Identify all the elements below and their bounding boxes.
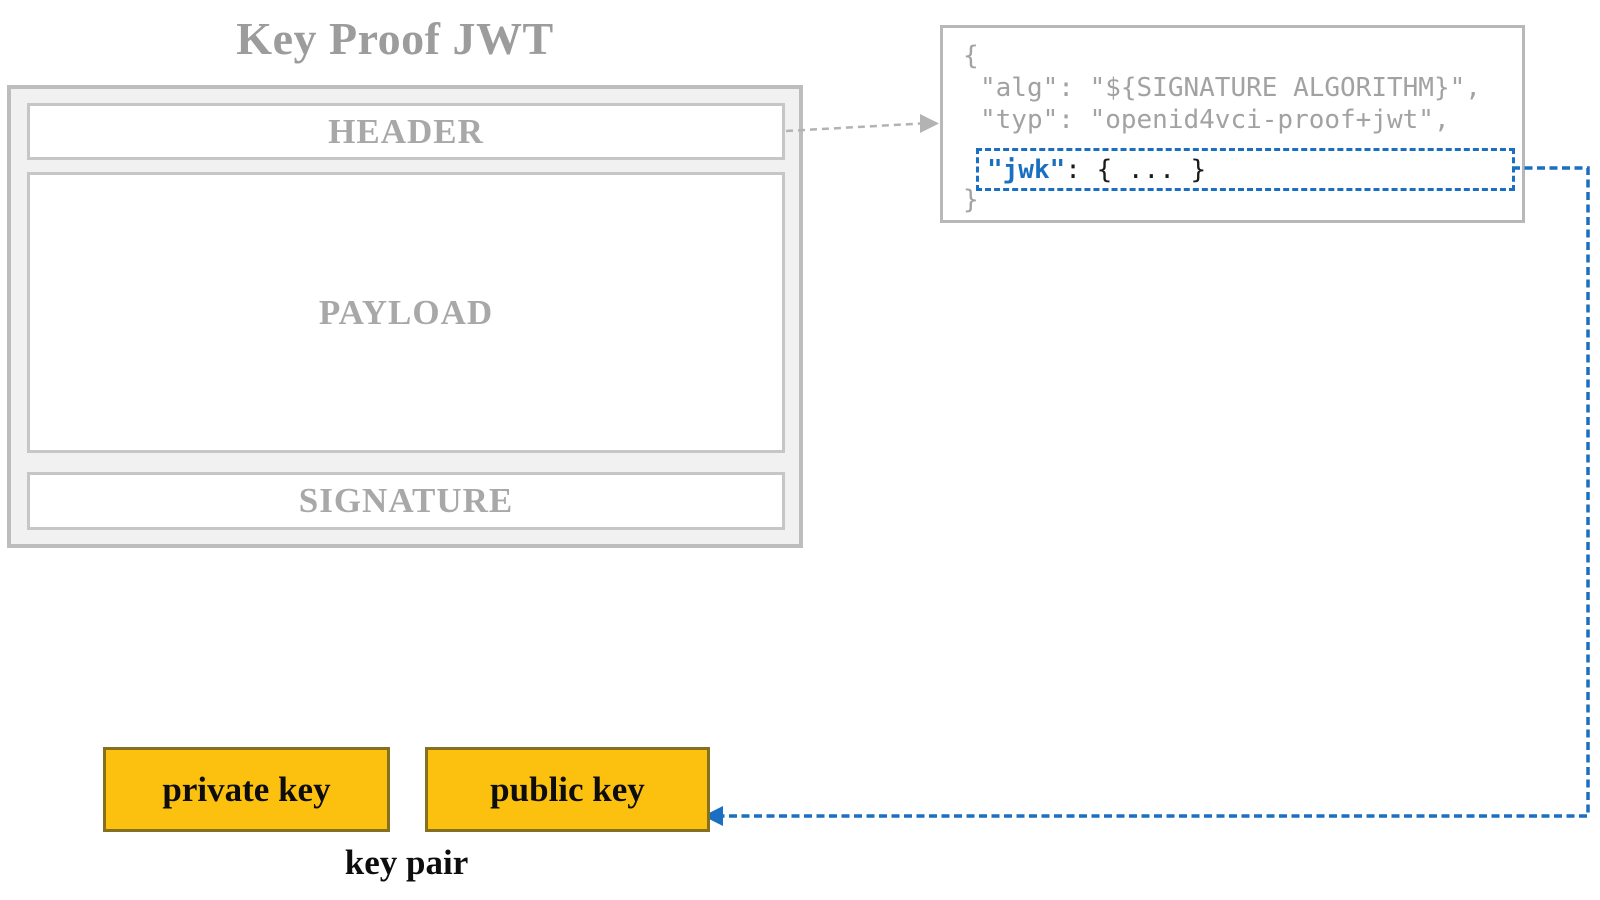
json-open-brace: { [963,41,979,71]
diagram-title: Key Proof JWT [236,13,554,64]
jwt-header-section: HEADER [27,103,785,160]
header-json-snippet: { "alg": "${SIGNATURE ALGORITHM}", "typ"… [940,25,1525,223]
jwk-highlight-box: "jwk": { ... } [976,148,1515,191]
json-jwk-line: "jwk": { ... } [979,154,1206,186]
public-key-label: public key [490,769,645,809]
private-key-label: private key [162,769,331,809]
jwt-signature-section: SIGNATURE [27,472,785,530]
key-pair-caption: key pair [344,843,469,882]
header-to-json-connector [785,122,922,133]
jwt-signature-label: SIGNATURE [298,481,514,520]
jwt-payload-label: PAYLOAD [318,292,494,332]
json-close-brace: } [963,185,979,215]
jwt-payload-section: PAYLOAD [27,172,785,453]
json-alg-line: "alg": "${SIGNATURE ALGORITHM}", [980,73,1481,103]
json-typ-line: "typ": "openid4vci-proof+jwt", [980,105,1450,135]
jwk-key-text: "jwk" [987,154,1066,185]
jwk-value-text: : { ... } [1065,154,1207,185]
private-key-box: private key [103,747,390,832]
gray-arrowhead-icon [920,114,939,133]
jwk-to-publickey-connector [722,166,1590,818]
public-key-box: public key [425,747,710,832]
jwt-header-label: HEADER [328,111,484,151]
